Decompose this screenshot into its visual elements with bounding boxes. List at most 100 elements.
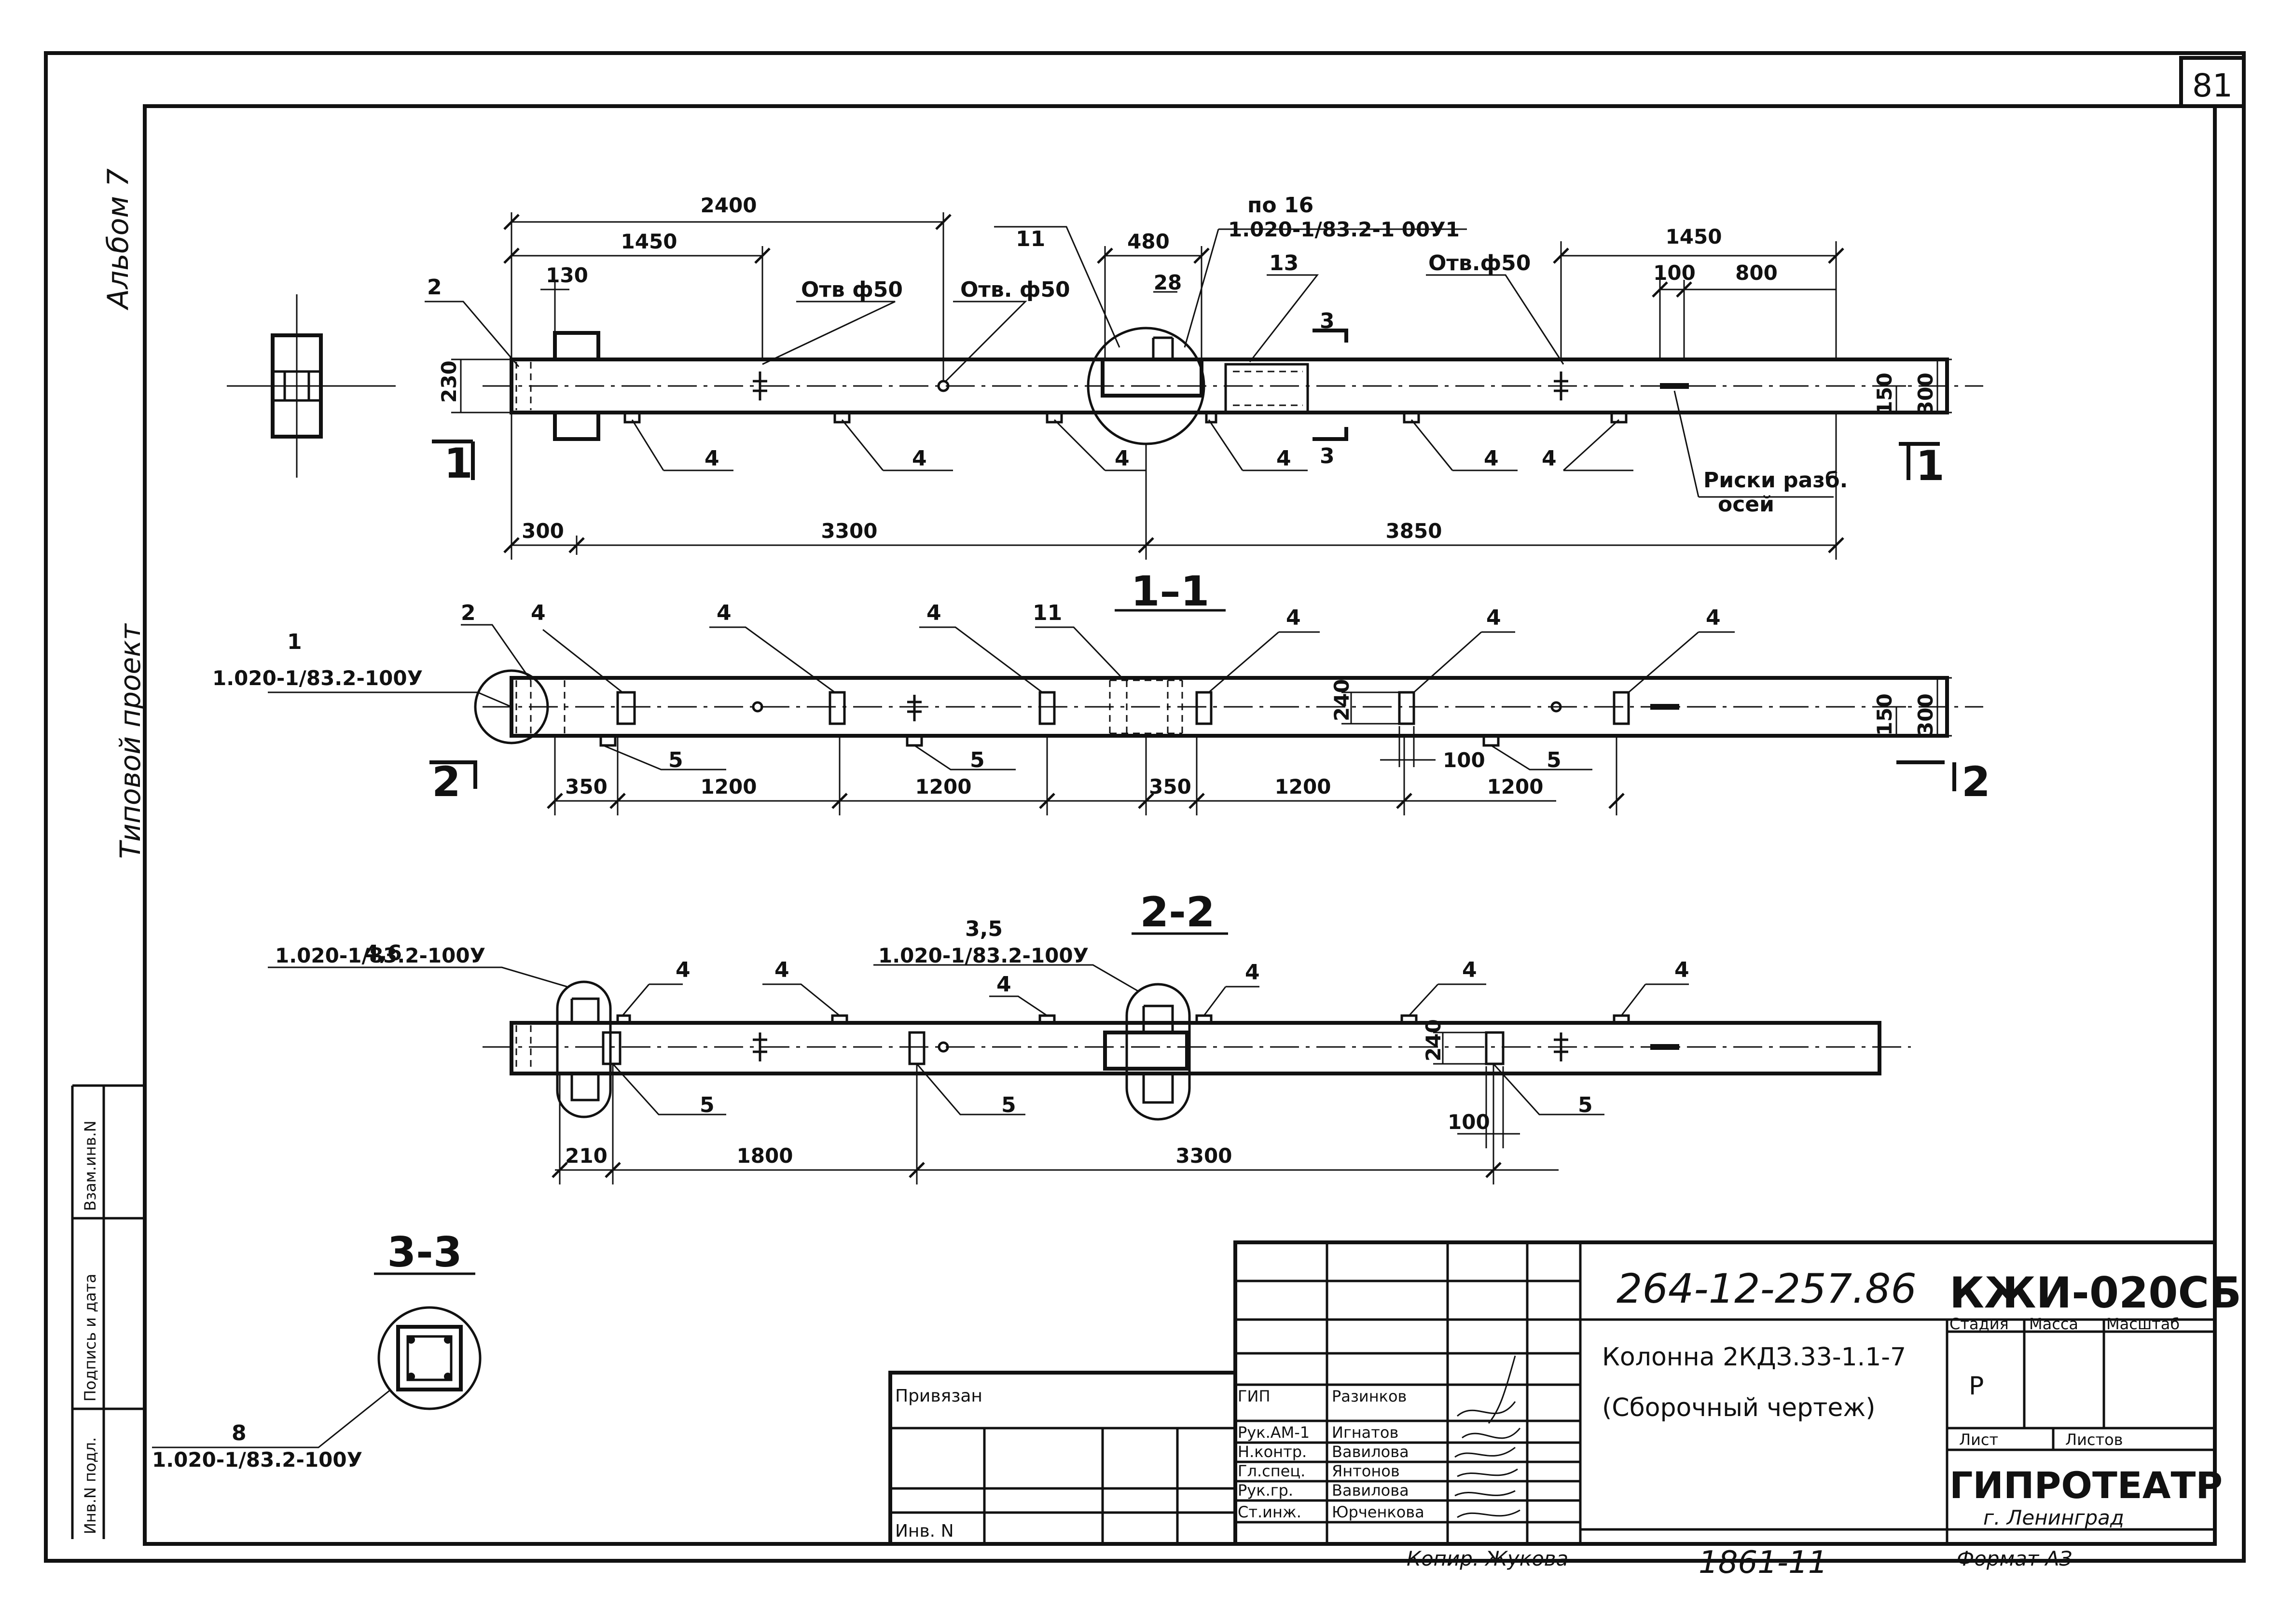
plan-dim-3850: 3850 (1386, 519, 1442, 543)
section-1-1-mark-4-d: 4 (1286, 606, 1301, 630)
section-2-2-dim-100: 100 (1448, 1110, 1490, 1134)
tb-inv-no: 1861-11 (1699, 1545, 1827, 1581)
section-2-2-mark-5-a: 5 (700, 1093, 715, 1117)
tb-name-0: Разинков (1332, 1387, 1407, 1405)
tb-copy: Копир. Жукова (1407, 1547, 1568, 1570)
section-2-2-dim-1800: 1800 (737, 1144, 793, 1168)
album-label: Альбом 7 (101, 168, 135, 311)
section-2-2-dim-240: 240 (1422, 1019, 1445, 1061)
section-1-1-mark-4-b: 4 (717, 601, 732, 625)
tb-name-2-person: Вавилова (1332, 1443, 1409, 1461)
plan-dim-3300: 3300 (821, 519, 878, 543)
plan-hole-label-1: Отв ф50 (801, 277, 903, 302)
plan-dim-1450-left: 1450 (621, 230, 677, 253)
section-1-1-mark-4-c: 4 (926, 601, 941, 625)
section-1-1-dim-100: 100 (1443, 748, 1485, 772)
plan-mark-4-b: 4 (912, 446, 927, 471)
plan-dim-100: 100 (1653, 261, 1696, 285)
section-1-1-mark-5-c: 5 (1547, 748, 1561, 772)
section-1-1-mark-4-a: 4 (531, 601, 546, 625)
plan-section-mark-1-left: 1 (444, 440, 473, 488)
section-1-1-title: 1–1 (1131, 567, 1210, 616)
tb-stage-value: Р (1969, 1372, 1984, 1401)
side-stamp-podpis: Подпись и дата (81, 1274, 99, 1402)
section-2-2-mark-4-e: 4 (1462, 958, 1477, 982)
tb-code: 264-12-257.86 (1617, 1265, 1917, 1312)
tb-role-3: Гл.спец. (1238, 1462, 1305, 1480)
section-1-1-mark-2-left: 2 (432, 758, 461, 806)
plan-mark-11: 11 (1016, 227, 1045, 251)
tb-inv: Инв. N (895, 1521, 954, 1541)
tb-role-4: Рук.гр. (1238, 1481, 1293, 1500)
side-stamp (71, 1084, 145, 1539)
section-2-2-ref35-doc: 1.020-1/83.2-100У (878, 944, 1089, 967)
section-1-1-dim-150: 150 (1873, 693, 1896, 736)
plan-mark-2: 2 (427, 275, 442, 300)
section-1-1-dim-300: 300 (1914, 693, 1937, 736)
plan-section-mark-3-top: 3 (1320, 309, 1335, 333)
plan-view (227, 212, 1983, 560)
section-2-2-mark-4-f: 4 (1674, 958, 1689, 982)
section-2-2-mark-4-c: 4 (996, 972, 1011, 997)
section-1-1-dim-1200-a: 1200 (701, 775, 757, 798)
plan-mark-4-a: 4 (705, 446, 719, 471)
section-1-1-mark-2-right: 2 (1962, 758, 1990, 806)
tb-role-1: Рук.АМ-1 (1238, 1423, 1310, 1442)
side-stamp-inv: Инв.N подл. (81, 1437, 99, 1534)
plan-dim-300: 300 (522, 519, 564, 543)
section-3-3-title: 3-3 (387, 1228, 462, 1277)
section-2-2-dim-210: 210 (565, 1144, 608, 1168)
plan-hole-label-3: Отв.ф50 (1428, 251, 1531, 275)
section-3-3 (152, 1272, 482, 1448)
plan-ref16-pos: по 16 (1247, 193, 1313, 218)
section-1-1-dim-350-a: 350 (565, 775, 608, 798)
section-1-1-dim-1200-c: 1200 (1275, 775, 1331, 798)
plan-risk-1: Риски разб. (1703, 468, 1848, 493)
tb-name-2: (Сборочный чертеж) (1602, 1393, 1876, 1422)
tb-name-5-person: Юрченкова (1332, 1503, 1424, 1521)
plan-hole-label-2: Отв. ф50 (960, 277, 1070, 302)
plan-dim-28: 28 (1154, 271, 1182, 294)
plan-mark-13: 13 (1269, 251, 1299, 275)
tb-format: Формат АЗ (1957, 1547, 2072, 1570)
sheet-frame (44, 51, 2246, 1563)
tb-role-2: Н.контр. (1238, 1443, 1307, 1461)
section-2-2-ref35-pos: 3,5 (965, 917, 1003, 941)
tb-stage-header: Стадия (1949, 1315, 2009, 1333)
plan-dim-130: 130 (546, 263, 588, 287)
section-2-2-mark-5-c: 5 (1578, 1093, 1593, 1117)
tb-privyazan: Привязан (895, 1386, 982, 1406)
section-1-1-dim-1200-b: 1200 (915, 775, 972, 798)
section-1-1 (268, 609, 1983, 815)
tb-name-3-person: Янтонов (1332, 1462, 1400, 1480)
tb-sheet-header: Лист (1959, 1431, 1998, 1449)
section-2-2-mark-4-a: 4 (676, 958, 691, 982)
section-1-1-mark-5-a: 5 (668, 748, 683, 772)
plan-dim-2400: 2400 (701, 193, 757, 217)
plan-dim-480: 480 (1127, 230, 1170, 253)
section-1-1-dim-350-b: 350 (1149, 775, 1191, 798)
title-block (888, 1240, 2217, 1546)
plan-mark-4-e: 4 (1484, 446, 1499, 471)
plan-section-mark-3-bottom: 3 (1320, 444, 1335, 468)
section-1-1-mark-4-e: 4 (1486, 606, 1501, 630)
tb-sheets-header: Листов (2065, 1431, 2123, 1449)
plan-dim-800: 800 (1735, 261, 1778, 285)
section-2-2-mark-4-b: 4 (774, 958, 789, 982)
plan-mark-4-f: 4 (1542, 446, 1557, 471)
section-1-1-dim-240: 240 (1330, 679, 1354, 721)
section-2-2-ref46-pos: 4,6 (364, 941, 402, 965)
tb-name-4-person: Вавилова (1332, 1481, 1409, 1500)
plan-mark-4-d: 4 (1276, 446, 1291, 471)
plan-risk-2: осей (1718, 492, 1774, 517)
sheet-number: 81 (2192, 67, 2233, 104)
plan-ref16-doc: 1.020-1/83.2-1 00У1 (1228, 218, 1460, 241)
tb-org: ГИПРОТЕАТР (1949, 1464, 2223, 1507)
section-2-2-title: 2-2 (1140, 888, 1215, 936)
plan-dim-150: 150 (1873, 372, 1896, 415)
section-1-1-ref1-pos: 1 (287, 630, 302, 654)
section-1-1-mark-2: 2 (461, 601, 476, 625)
plan-mark-4-c: 4 (1115, 446, 1130, 471)
section-1-1-ref1-doc: 1.020-1/83.2-100У (212, 666, 423, 690)
